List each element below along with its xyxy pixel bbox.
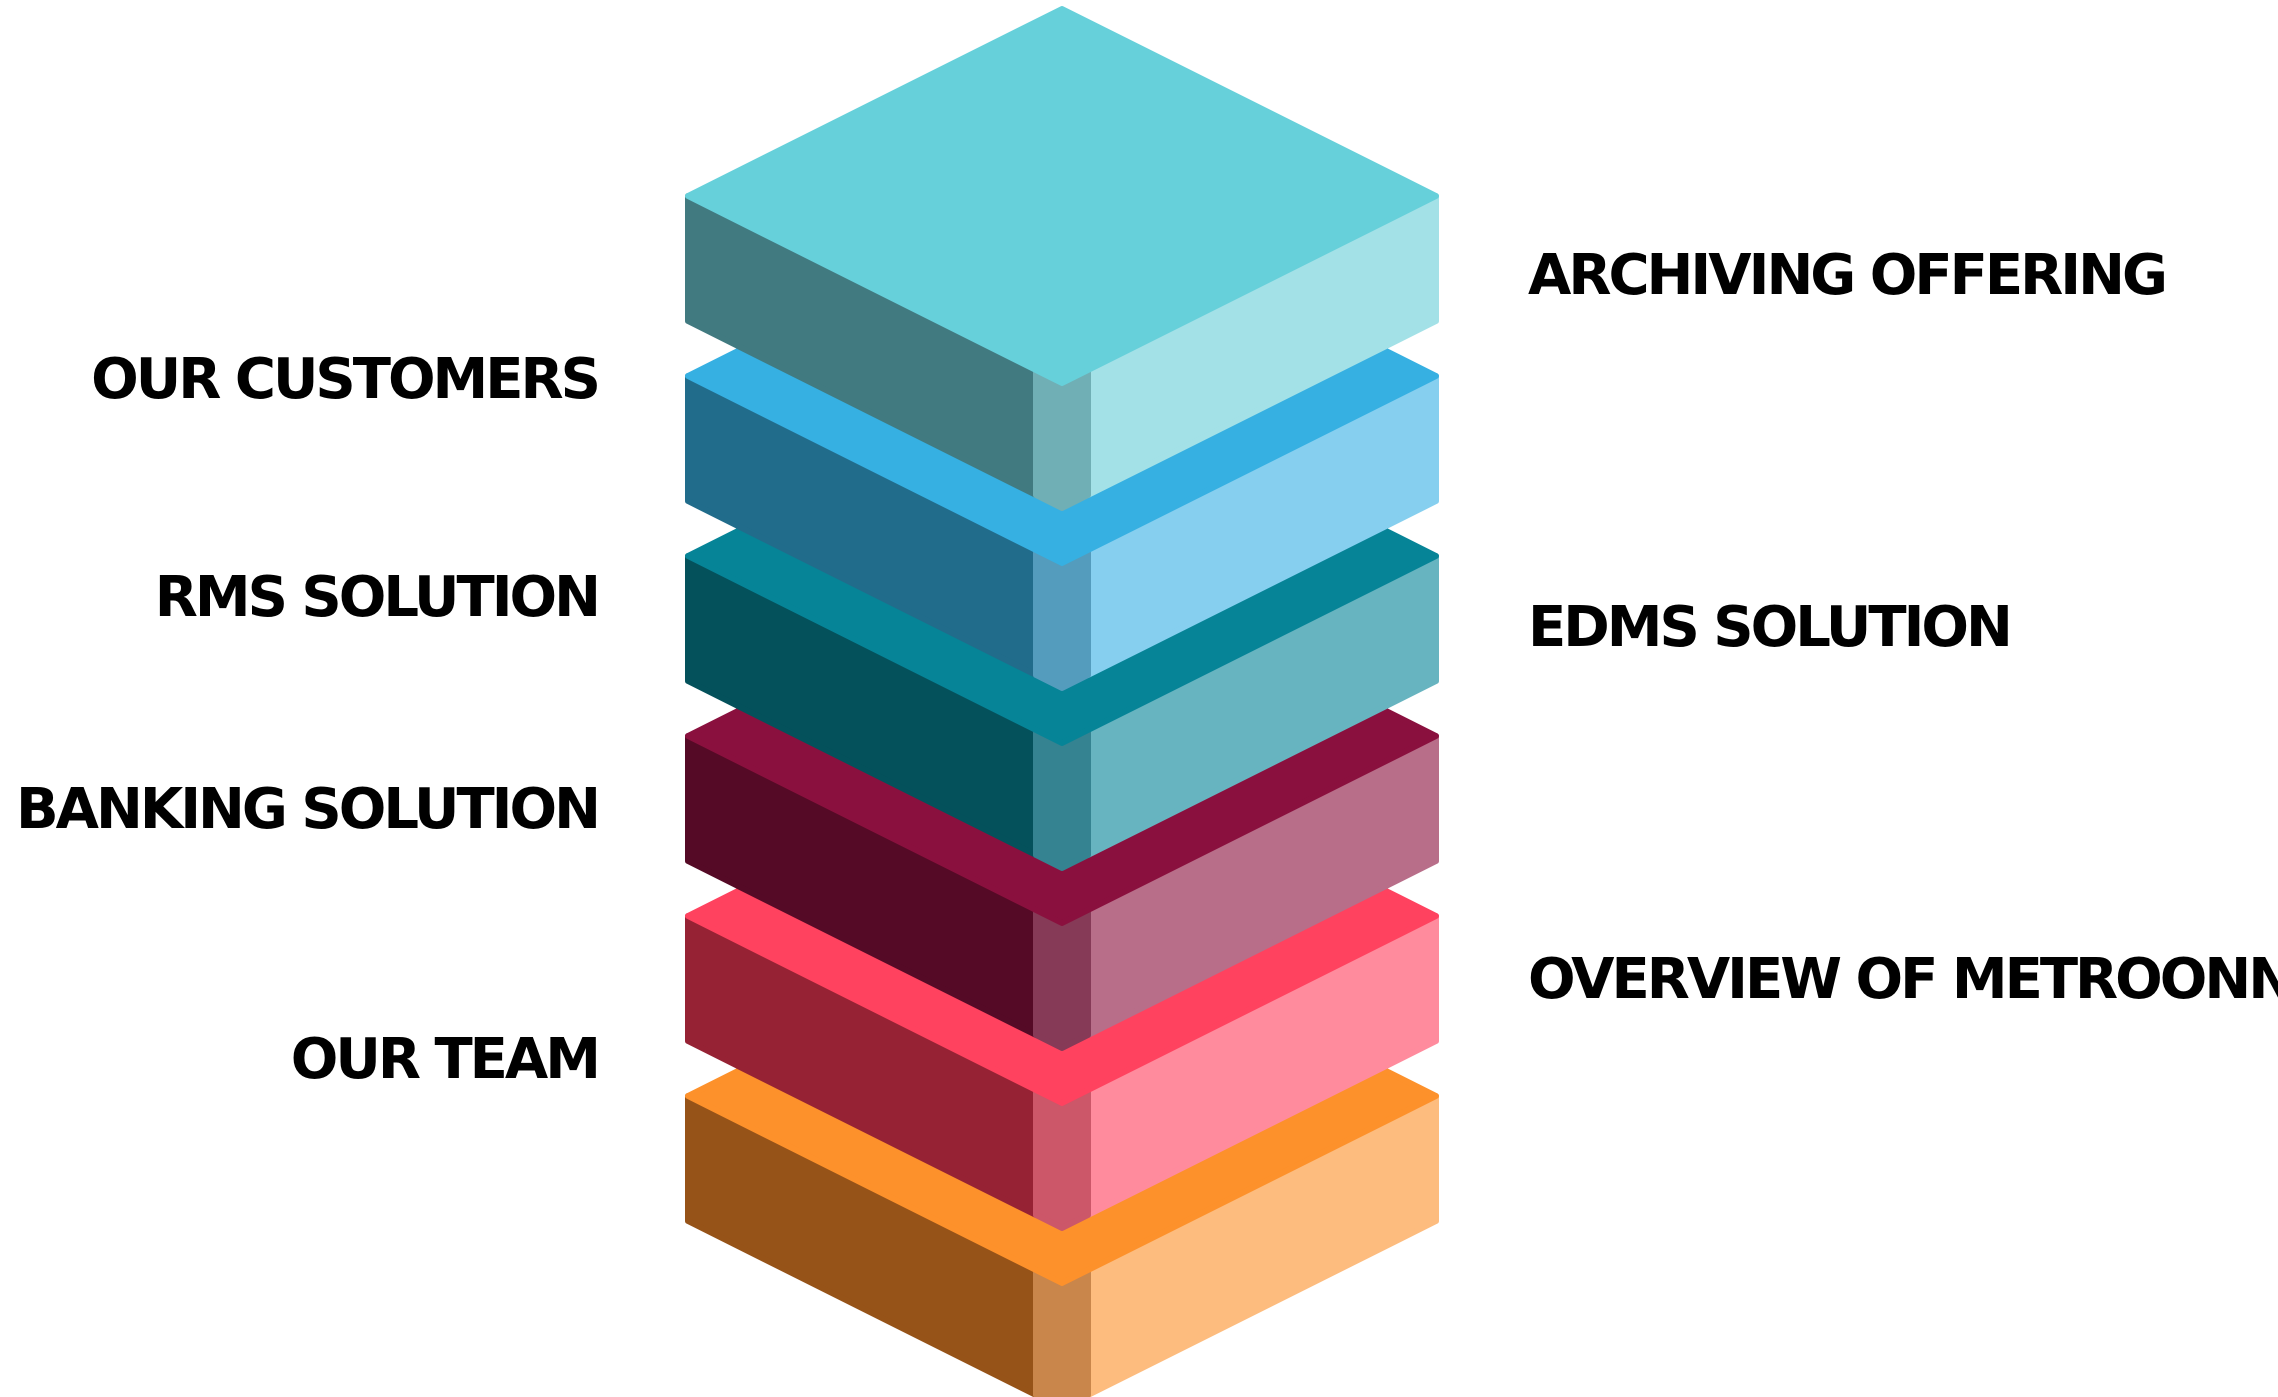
top-layer-edge — [1033, 367, 1091, 511]
layer-4-edge — [1033, 907, 1091, 1051]
layer-2-edge — [1033, 547, 1091, 691]
label-our-customers: OUR CUSTOMERS — [91, 347, 601, 412]
label-rms-solution: RMS SOLUTION — [154, 565, 601, 630]
top-layer-top-face — [685, 6, 1439, 386]
label-edms-solution: EDMS SOLUTION — [1528, 595, 2013, 660]
layer-5-edge — [1033, 1087, 1091, 1231]
label-archiving-offering: ARCHIVING OFFERING — [1528, 243, 2168, 308]
layer-3-edge — [1033, 727, 1091, 871]
bottom-layer-edge — [1033, 1267, 1091, 1397]
top-layer — [685, 6, 1439, 511]
label-banking-solution: BANKING SOLUTION — [15, 777, 601, 842]
label-our-team: OUR TEAM — [290, 1027, 601, 1092]
label-overview-of-metroonn: OVERVIEW OF METROONN — [1528, 947, 2278, 1012]
